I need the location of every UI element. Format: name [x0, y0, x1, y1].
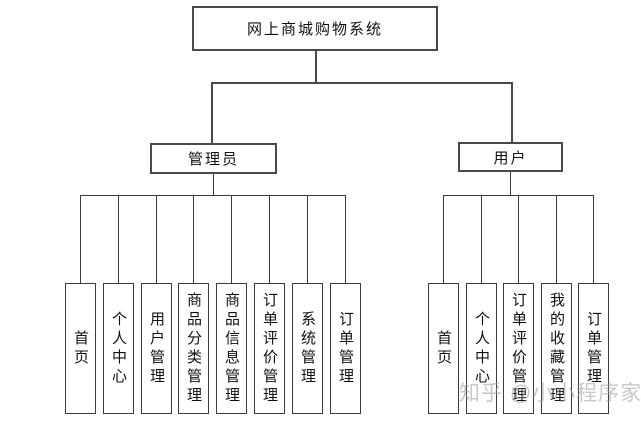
node-label: 商品信息管理 — [223, 291, 240, 406]
node-user-personal-center: 个人中心 — [466, 283, 497, 414]
connector-line — [211, 82, 513, 84]
node-admin-order-review-management: 订单评价管理 — [254, 283, 285, 414]
node-user-order-review-management: 订单评价管理 — [503, 283, 534, 414]
node-label: 系统管理 — [299, 310, 316, 387]
node-label: 个人中心 — [110, 310, 127, 387]
connector-line — [80, 195, 346, 196]
node-user: 用户 — [458, 142, 563, 172]
node-label: 订单管理 — [585, 310, 602, 387]
node-admin-home: 首页 — [65, 283, 96, 414]
connector-line — [511, 82, 513, 142]
connector-line — [593, 195, 594, 283]
connector-line — [315, 51, 317, 83]
connector-line — [156, 195, 157, 283]
node-admin-user-management: 用户管理 — [141, 283, 172, 414]
connector-line — [269, 195, 270, 283]
connector-line — [556, 195, 557, 283]
node-admin-order-management: 订单管理 — [330, 283, 361, 414]
node-root-label: 网上商城购物系统 — [246, 21, 383, 38]
node-admin-product-category-management: 商品分类管理 — [178, 283, 209, 414]
connector-line — [80, 195, 81, 283]
node-admin-label: 管理员 — [187, 151, 239, 168]
node-user-home: 首页 — [428, 283, 459, 414]
connector-line — [193, 195, 194, 283]
node-label: 用户管理 — [148, 310, 165, 387]
connector-line — [118, 195, 119, 283]
node-admin-personal-center: 个人中心 — [103, 283, 134, 414]
connector-line — [231, 195, 232, 283]
connector-line — [213, 174, 214, 195]
node-admin-product-info-management: 商品信息管理 — [216, 283, 247, 414]
node-label: 商品分类管理 — [185, 291, 202, 406]
node-admin: 管理员 — [150, 143, 277, 174]
node-label: 首页 — [72, 329, 89, 368]
connector-line — [211, 82, 213, 143]
connector-line — [345, 195, 346, 283]
node-label: 订单评价管理 — [261, 291, 278, 406]
node-label: 个人中心 — [473, 310, 490, 387]
node-label: 我的收藏管理 — [548, 291, 565, 406]
node-root: 网上商城购物系统 — [192, 6, 438, 51]
node-label: 订单管理 — [337, 310, 354, 387]
connector-line — [443, 195, 444, 283]
connector-line — [307, 195, 308, 283]
connector-line — [510, 172, 511, 195]
node-label: 订单评价管理 — [510, 291, 527, 406]
node-label: 首页 — [435, 329, 452, 368]
node-user-favorites-management: 我的收藏管理 — [541, 283, 572, 414]
connector-line — [518, 195, 519, 283]
node-user-order-management: 订单管理 — [578, 283, 609, 414]
node-user-label: 用户 — [493, 149, 528, 167]
connector-line — [481, 195, 482, 283]
node-admin-system-management: 系统管理 — [292, 283, 323, 414]
